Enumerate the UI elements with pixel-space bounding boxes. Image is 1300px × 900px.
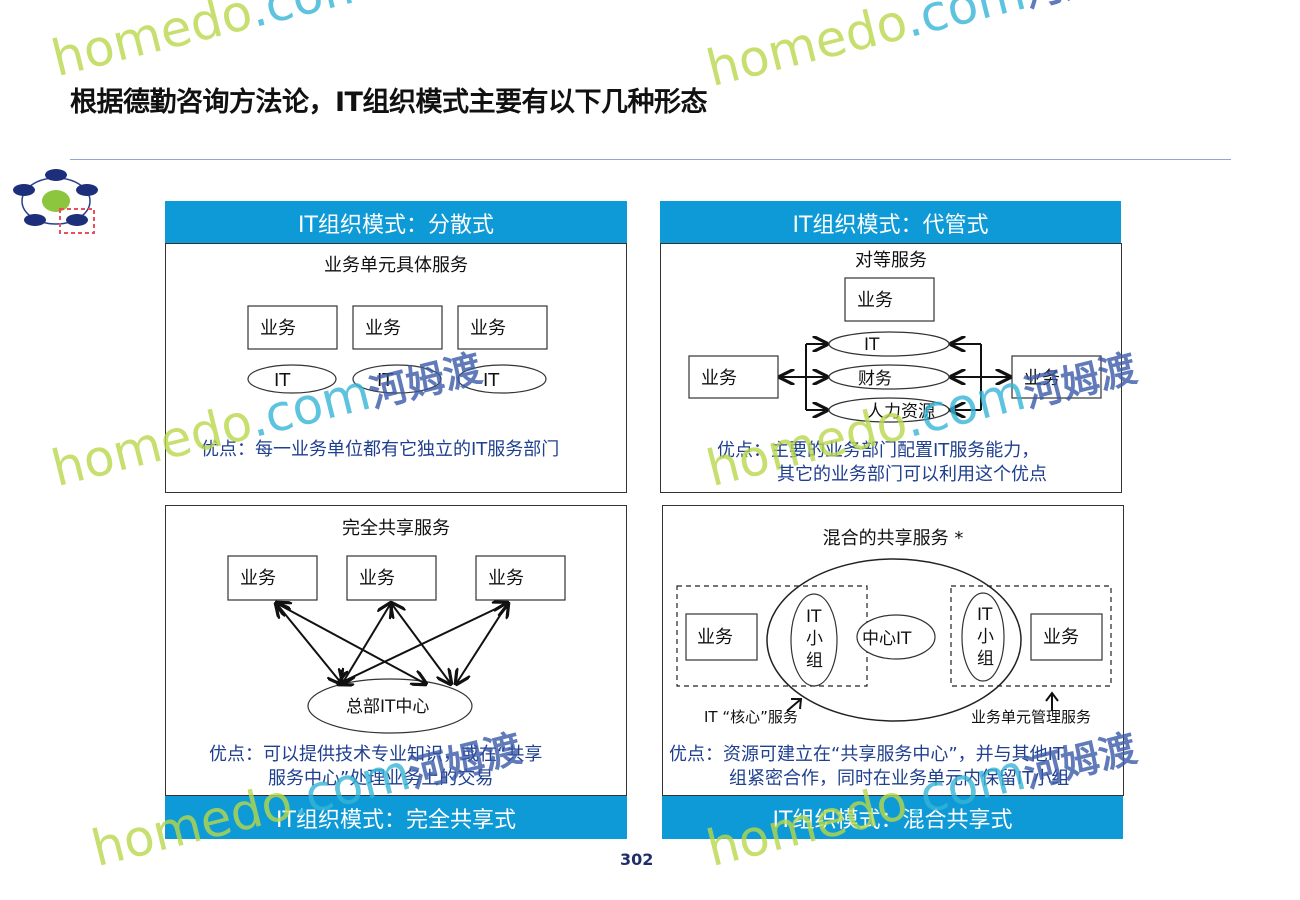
shared-business-2: 业务 <box>346 555 437 601</box>
page-title: 根据德勤咨询方法论，IT组织模式主要有以下几种形态 <box>70 87 707 118</box>
hybrid-arrows <box>786 691 1059 712</box>
shared-advantage-line2: 服务中心”处理业务上的交易 <box>268 768 493 789</box>
decentralized-it-1: IT <box>247 364 337 394</box>
hybrid-heading: 混合的共享服务 * <box>823 528 964 549</box>
banner-managed: IT组织模式：代管式 <box>660 201 1121 244</box>
title-divider <box>70 159 1231 160</box>
svg-text:业务: 业务 <box>857 290 893 311</box>
managed-service-finance: 财务 <box>828 364 950 390</box>
decentralized-business-1: 业务 <box>247 305 338 350</box>
decentralized-business-3: 业务 <box>457 305 548 350</box>
svg-text:组: 组 <box>806 651 823 671</box>
banner-decentralized: IT组织模式：分散式 <box>165 201 627 244</box>
hybrid-it-group-right: IT 小 组 <box>961 592 1005 682</box>
svg-text:业务: 业务 <box>470 318 506 339</box>
svg-text:业务: 业务 <box>1024 368 1060 389</box>
decentralized-heading: 业务单元具体服务 <box>324 255 468 276</box>
svg-text:IT: IT <box>274 370 291 391</box>
managed-service-hr: 人力资源 <box>828 397 950 423</box>
svg-text:业务: 业务 <box>359 568 395 589</box>
svg-text:小: 小 <box>977 627 994 647</box>
svg-text:业务: 业务 <box>260 318 296 339</box>
page-number: 302 <box>620 850 654 869</box>
decentralized-it-2: IT <box>352 364 442 394</box>
svg-text:业务: 业务 <box>697 627 733 648</box>
shared-business-1: 业务 <box>227 555 318 601</box>
hybrid-business-left: 业务 <box>685 613 758 661</box>
hybrid-business-right: 业务 <box>1030 613 1103 661</box>
shared-business-3: 业务 <box>475 555 566 601</box>
hybrid-right-dashed-group <box>950 585 1112 687</box>
managed-business-left: 业务 <box>688 355 779 399</box>
svg-text:IT: IT <box>806 607 822 627</box>
svg-text:业务: 业务 <box>240 568 276 589</box>
banner-shared: IT组织模式：完全共享式 <box>165 796 627 839</box>
methodology-logo-icon <box>13 169 98 234</box>
panel-hybrid: 混合的共享服务 * 业务 业务 IT 小 组 IT 小 组 中心IT <box>662 505 1124 796</box>
svg-text:组: 组 <box>977 649 994 669</box>
shared-advantage-line1: 优点：可以提供技术专业知识，或在“共享 <box>209 744 542 765</box>
svg-text:业务: 业务 <box>701 368 737 389</box>
panel-managed: 对等服务 业务 业务 业务 IT 财务 人力资源 <box>660 243 1122 493</box>
decentralized-it-3: IT <box>457 364 547 394</box>
banner-hybrid-label: IT组织模式：混合共享式 <box>772 807 1013 833</box>
watermark: homedo.com河姆渡 <box>700 0 1141 99</box>
banner-hybrid: IT组织模式：混合共享式 <box>662 796 1123 839</box>
svg-text:业务: 业务 <box>365 318 401 339</box>
managed-connectors <box>780 344 1010 410</box>
managed-service-it: IT <box>828 331 950 357</box>
managed-advantage-line2: 其它的业务部门可以利用这个优点 <box>777 464 1047 485</box>
svg-text:IT: IT <box>977 605 993 625</box>
hybrid-center-it: 中心IT <box>856 614 936 660</box>
banner-decentralized-label: IT组织模式：分散式 <box>298 212 494 238</box>
hybrid-advantage-line1: 优点：资源可建立在“共享服务中心”，并与其他IT <box>669 744 1065 765</box>
banner-shared-label: IT组织模式：完全共享式 <box>276 807 516 833</box>
hybrid-left-dashed-group <box>676 585 868 687</box>
decentralized-advantage: 优点：每一业务单位都有它独立的IT服务部门 <box>201 439 559 460</box>
svg-text:财务: 财务 <box>858 369 892 389</box>
hybrid-outer-ellipse <box>766 558 1022 722</box>
decentralized-business-2: 业务 <box>352 305 443 350</box>
managed-business-top: 业务 <box>844 277 935 322</box>
panel-shared: 完全共享服务 业务 业务 业务 总部IT中心 优点：可以提供技术专业知识，或在“… <box>165 505 627 796</box>
hybrid-it-group-left: IT 小 组 <box>790 593 838 687</box>
panel-decentralized: 业务单元具体服务 业务 业务 业务 IT IT IT 优点：每一业务单位都有它独… <box>165 243 627 493</box>
svg-text:IT: IT <box>864 335 880 355</box>
managed-advantage-line1: 优点：主要的业务部门配置IT服务能力， <box>717 440 1039 461</box>
shared-heading: 完全共享服务 <box>342 518 450 539</box>
svg-text:业务: 业务 <box>488 568 524 589</box>
shared-connectors <box>276 603 508 684</box>
svg-text:人力资源: 人力资源 <box>867 402 935 422</box>
svg-text:IT: IT <box>483 370 500 391</box>
svg-text:小: 小 <box>806 629 823 649</box>
banner-managed-label: IT组织模式：代管式 <box>792 212 989 238</box>
watermark: homedo.com河姆渡 <box>45 0 486 89</box>
managed-business-right: 业务 <box>1011 355 1102 399</box>
svg-text:IT: IT <box>377 370 394 391</box>
hybrid-advantage-line2: 组紧密合作，同时在业务单元内保留IT小组 <box>729 768 1069 789</box>
hybrid-label-core: IT “核心”服务 <box>704 708 798 726</box>
hybrid-label-unit: 业务单元管理服务 <box>971 708 1091 726</box>
svg-text:中心IT: 中心IT <box>862 629 912 649</box>
managed-heading: 对等服务 <box>855 250 927 271</box>
svg-text:总部IT中心: 总部IT中心 <box>346 697 429 717</box>
svg-text:业务: 业务 <box>1043 627 1079 648</box>
shared-center: 总部IT中心 <box>307 678 473 734</box>
